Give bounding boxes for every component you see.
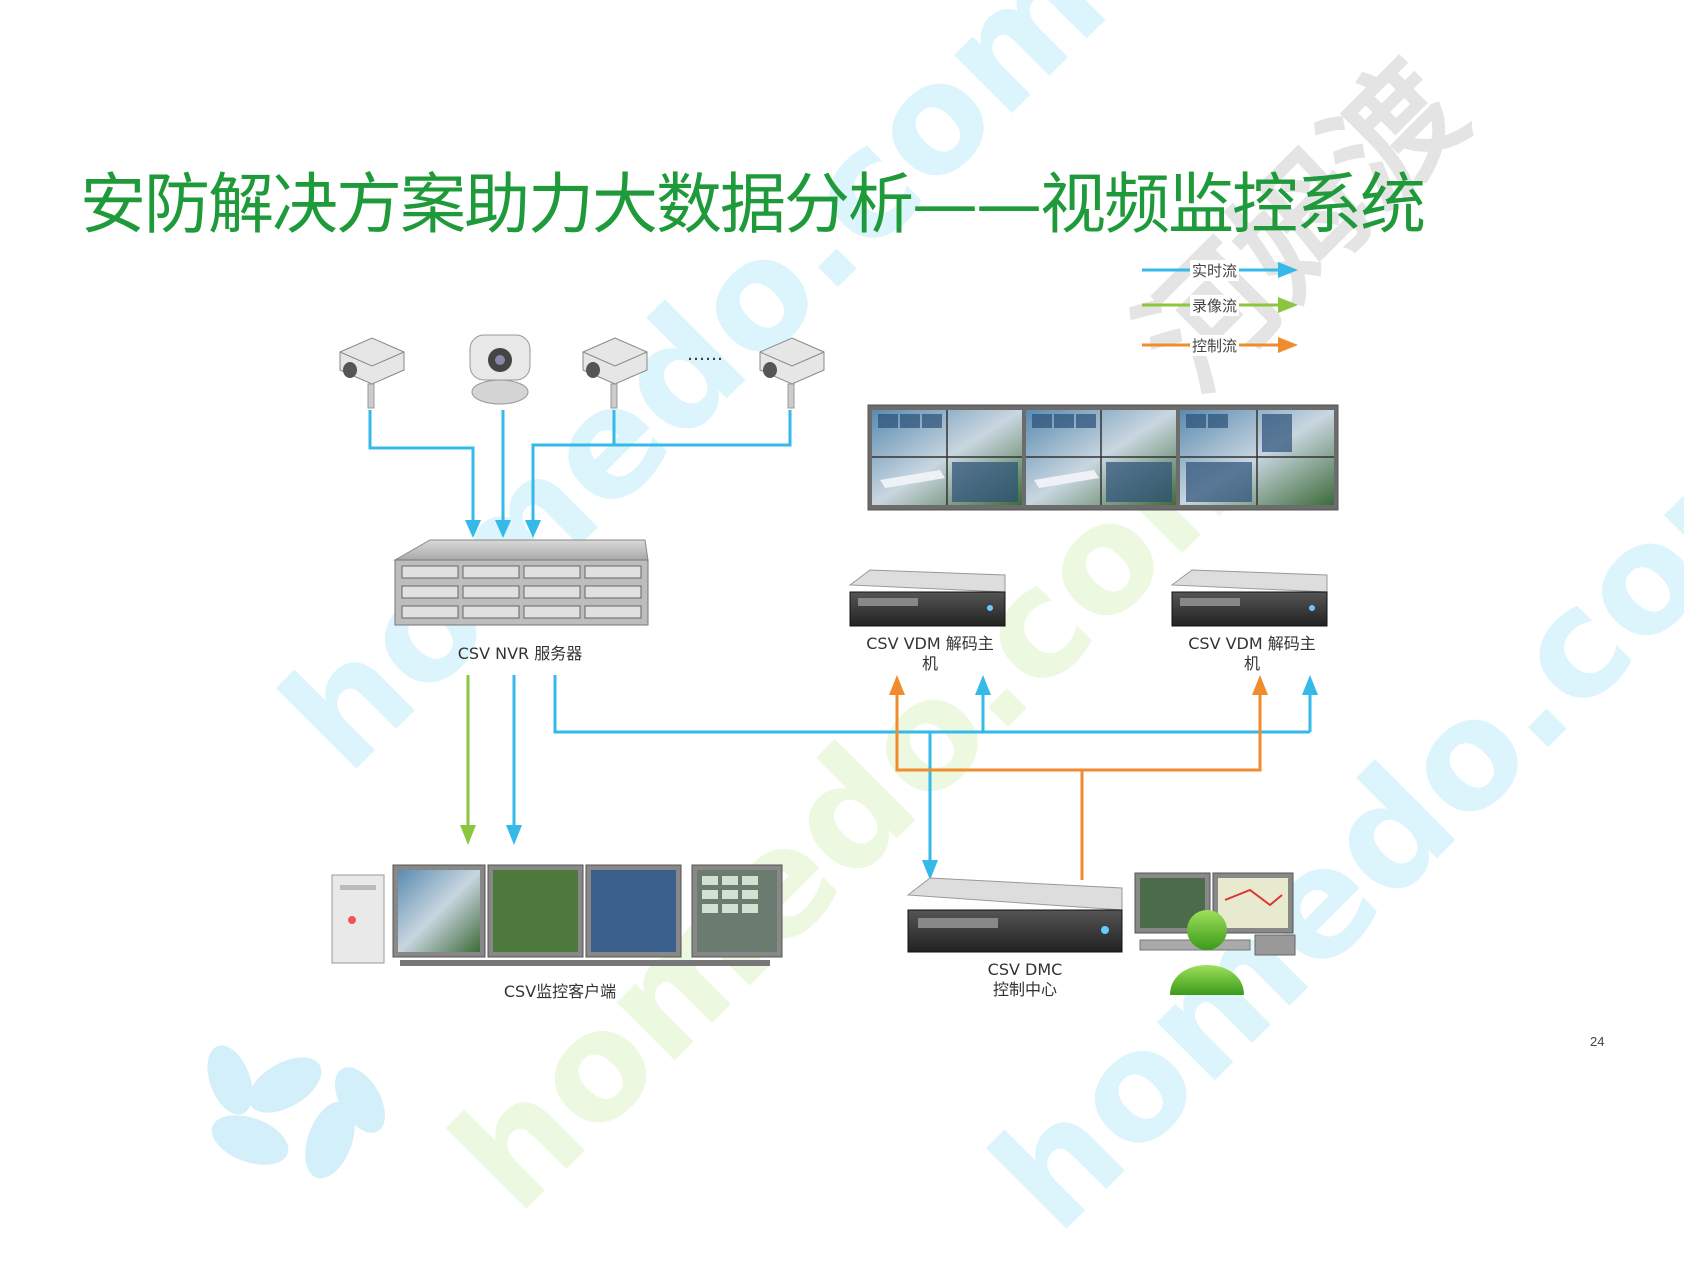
- control-bus: [889, 675, 1268, 880]
- vdm-server-2-label-line1: CSV VDM 解码主: [1188, 634, 1316, 653]
- camera-ellipsis: ……: [687, 344, 723, 365]
- vdm-server-1-label-line1: CSV VDM 解码主: [866, 634, 994, 653]
- diagram-canvas: [331, 262, 1339, 995]
- vdm-server-1-label: CSV VDM 解码主 机: [840, 634, 1020, 674]
- dmc-label-line1: CSV DMC: [987, 960, 1063, 979]
- client-workstation-icon: [331, 864, 783, 966]
- nvr-to-client-links: [460, 675, 522, 845]
- nvr-server-label: CSV NVR 服务器: [457, 644, 583, 663]
- vdm-server-2-label-line2: 机: [1243, 654, 1260, 673]
- client-label: CSV监控客户端: [503, 982, 617, 1001]
- vdm-server-2-label: CSV VDM 解码主 机: [1162, 634, 1342, 674]
- camera-bullet-icon: [759, 337, 825, 409]
- camera-bullet-icon: [582, 337, 648, 409]
- legend-realtime-label: 实时流: [1190, 260, 1240, 281]
- realtime-bus: [553, 675, 1318, 880]
- vdm-server-2-icon: [1170, 569, 1328, 627]
- camera-bullet-icon: [339, 337, 405, 409]
- vdm-server-1-label-line2: 机: [921, 654, 938, 673]
- slide-title: 安防解决方案助力大数据分析——视频监控系统: [80, 166, 1426, 243]
- video-wall-icon: [867, 404, 1339, 511]
- nvr-server-icon: [393, 539, 649, 626]
- page-number: 24: [1590, 1034, 1605, 1049]
- camera-connections: [368, 410, 792, 538]
- camera-dome-icon: [469, 334, 531, 405]
- legend-recording-label: 录像流: [1190, 295, 1240, 316]
- vdm-server-1-icon: [848, 569, 1006, 627]
- dmc-server-icon: [906, 877, 1123, 953]
- operator-person-icon: [1170, 910, 1244, 995]
- dmc-label-line2: 控制中心: [992, 980, 1057, 999]
- dmc-label: CSV DMC 控制中心: [950, 960, 1100, 1000]
- legend-control-label: 控制流: [1190, 335, 1240, 356]
- operator-console-icon: [1134, 872, 1296, 956]
